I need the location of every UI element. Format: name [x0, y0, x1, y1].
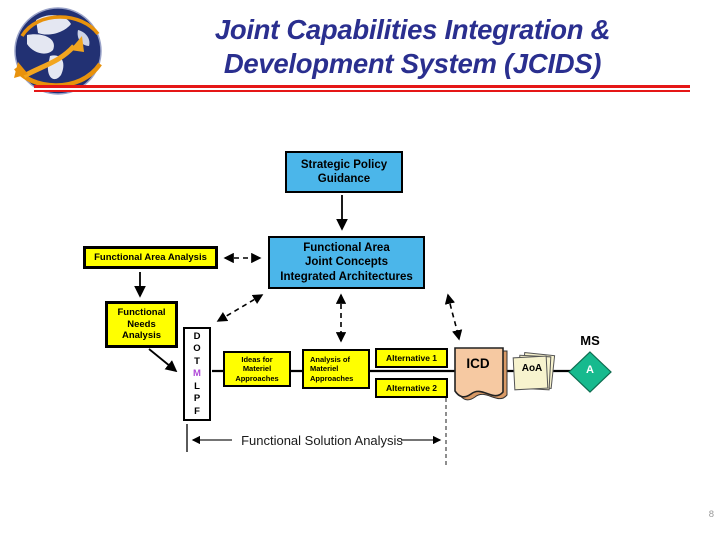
dotmlpf-letter: O — [193, 343, 201, 355]
alternative-1-box: Alternative 1 — [375, 348, 448, 368]
dotmlpf-letter: L — [194, 380, 200, 392]
icd-label: ICD — [466, 356, 490, 371]
dotmlpf-letter: P — [193, 393, 201, 405]
alternative-2-box: Alternative 2 — [375, 378, 448, 398]
slide-title: Joint Capabilities Integration & Develop… — [125, 13, 700, 81]
slide-title-line1: Joint Capabilities Integration & — [214, 14, 611, 45]
analysis-of-materiel-box: Analysis of Materiel Approaches — [302, 349, 370, 389]
dotmlpf-letter: F — [194, 405, 200, 417]
dotmlpf-box: D O T M L P F — [183, 327, 211, 421]
ideas-for-materiel-box: Ideas for Materiel Approaches — [223, 351, 291, 387]
title-underline — [34, 85, 690, 92]
functional-solution-analysis-label: Functional Solution Analysis — [241, 433, 403, 448]
dotmlpf-letter-m: M — [193, 368, 201, 380]
dotmlpf-letter: D — [193, 330, 201, 342]
milestone-a-label: A — [586, 364, 594, 376]
functional-area-box: Functional Area Joint Concepts Integrate… — [268, 236, 425, 289]
aoa-label: AoA — [521, 363, 543, 374]
dotmlpf-letter: T — [194, 355, 200, 367]
slide-title-line2: Development System (JCIDS) — [223, 48, 602, 79]
page-number: 8 — [708, 509, 714, 520]
milestone-ms-label: MS — [580, 333, 600, 348]
functional-needs-analysis-box: Functional Needs Analysis — [105, 301, 178, 348]
functional-area-analysis-box: Functional Area Analysis — [83, 246, 218, 269]
strategic-policy-guidance-box: Strategic Policy Guidance — [285, 151, 403, 193]
